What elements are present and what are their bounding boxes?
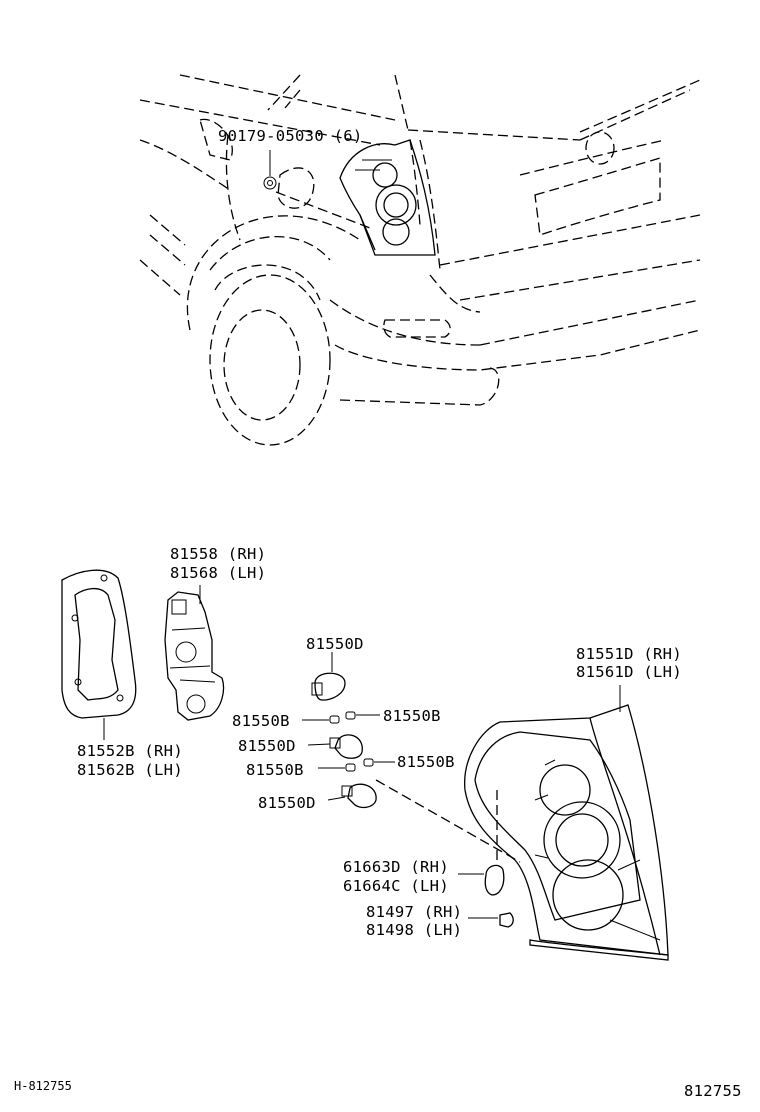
bulb-b-right-1-label: 81550B (383, 707, 441, 725)
clip-part (468, 912, 514, 928)
cushion-part (458, 790, 505, 896)
bulb-leader-line (375, 779, 521, 863)
gasket-rh-label: 81552B (RH) (77, 742, 183, 760)
gasket-lh-label: 81562B (LH) (77, 761, 183, 779)
bulb-b-right-2-label: 81550B (397, 753, 455, 771)
diagram-id-label: H-812755 (14, 1079, 72, 1093)
lens-lh-label: 81561D (LH) (576, 663, 682, 681)
bulb-d-mid-label: 81550D (238, 737, 296, 755)
lens-rh-label: 81551D (RH) (576, 645, 682, 663)
lamp-socket-lh-label: 81568 (LH) (170, 564, 266, 582)
bulb-d-top (311, 652, 346, 701)
clip-rh-label: 81497 (RH) (366, 903, 462, 921)
bulb-d-bottom-label: 81550D (258, 794, 316, 812)
bulb-b-left-1-label: 81550B (232, 712, 290, 730)
bulb-b-row2 (318, 758, 395, 772)
bulb-d-top-label: 81550D (306, 635, 364, 653)
vehicle-rear-illustration (139, 74, 701, 446)
rear-lamp-lens (464, 685, 669, 961)
figure-number-label: 812755 (684, 1082, 742, 1100)
bulb-d-bottom (327, 783, 377, 809)
cushion-lh-label: 61664C (LH) (343, 877, 449, 895)
bolt-part-label: 90179-05030 (6) (218, 127, 362, 145)
bulb-b-row1 (302, 711, 380, 724)
lamp-socket-rh-label: 81558 (RH) (170, 545, 266, 563)
bulb-d-mid (307, 734, 363, 759)
clip-lh-label: 81498 (LH) (366, 921, 462, 939)
gasket-part (61, 569, 137, 740)
cushion-rh-label: 61663D (RH) (343, 858, 449, 876)
bulb-b-left-2-label: 81550B (246, 761, 304, 779)
lamp-socket-part (164, 585, 225, 721)
